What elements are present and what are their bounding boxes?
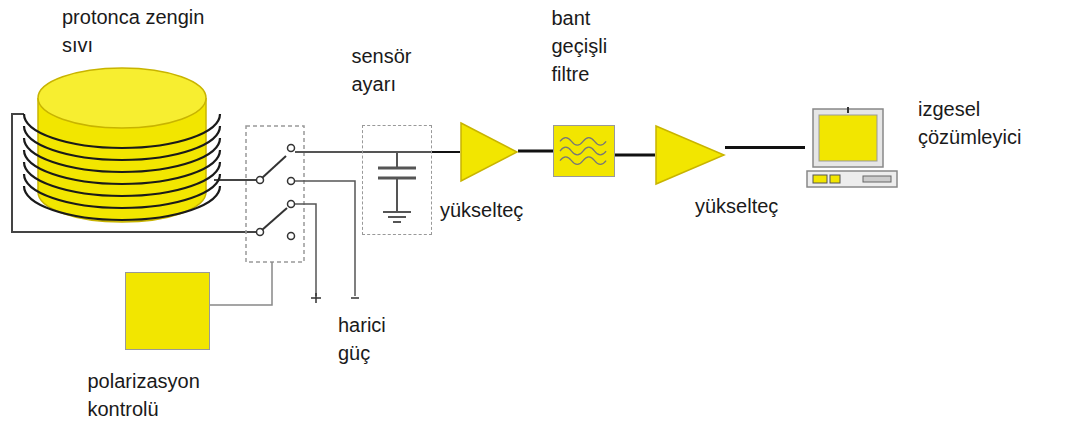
computer-icon-shape: [805, 105, 900, 190]
switch-contact: [288, 145, 295, 152]
coil-lead: [214, 179, 258, 181]
switch-arm: [262, 156, 286, 178]
switch-housing: [246, 126, 304, 262]
node-label: izgesel çözümleyici: [918, 95, 1063, 152]
power-wire: [295, 204, 316, 296]
power-wire: [295, 181, 355, 296]
capacitor-lead: [396, 178, 398, 212]
switch-contact: [288, 178, 295, 185]
amplifier-triangle-shape: [655, 125, 725, 185]
node-label: sensör ayarı: [352, 42, 441, 99]
capacitor-plate: [378, 167, 416, 170]
signal-connector: [725, 146, 805, 149]
node-label: yükselteç: [440, 196, 550, 224]
switch-contact: [288, 233, 295, 240]
ground-symbol: [383, 212, 411, 222]
power-terminal: [311, 293, 321, 303]
bandpass-filter-box: bant geçişli filtre: [553, 125, 615, 177]
bandpass-filter-box-shape: [554, 126, 614, 176]
switch-arm: [262, 208, 287, 230]
node-label: protonca zengin sıvı: [62, 3, 227, 60]
amplifier-triangle: yükselteç: [655, 125, 725, 185]
computer-icon: izgesel çözümleyici: [805, 105, 900, 190]
capacitor-lead: [396, 152, 398, 168]
sensor-tuning-box: sensör ayarı: [362, 125, 432, 235]
control-link: [210, 262, 272, 305]
signal-connector: [518, 150, 553, 153]
amplifier-triangle: yükselteç: [460, 122, 518, 182]
amplifier-triangle-shape: [460, 122, 518, 182]
coil-sensor-shape: [10, 58, 224, 230]
node-label: yükselteç: [695, 192, 805, 220]
power-terminal: [351, 297, 359, 299]
polarization-control-box: polarizasyon kontrolü: [125, 272, 210, 350]
signal-connector: [432, 151, 460, 153]
node-label: polarizasyon kontrolü: [88, 367, 222, 424]
signal-connector: [615, 154, 655, 157]
signal-wire: [295, 151, 434, 153]
switch-contact: [288, 201, 295, 208]
node-label: bant geçişli filtre: [552, 4, 631, 89]
coil-sensor: protonca zengin sıvı: [10, 58, 224, 230]
power-label: harici güç: [338, 311, 413, 368]
